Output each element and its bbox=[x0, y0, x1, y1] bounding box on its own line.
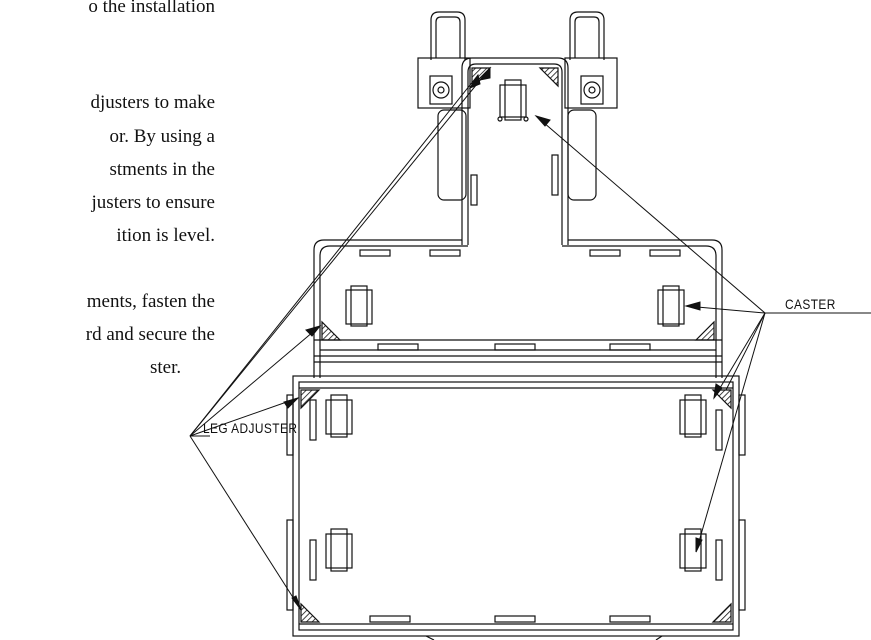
right-handle bbox=[564, 11, 618, 201]
text-line-4: stments in the bbox=[109, 159, 215, 180]
text-line-5: justers to ensure bbox=[91, 192, 215, 213]
caster-label: CASTER bbox=[785, 296, 836, 312]
caster-leaders bbox=[534, 115, 871, 553]
text-line-6: ition is level. bbox=[116, 225, 215, 246]
text-line-1: o the installation bbox=[88, 0, 215, 17]
middle-frame bbox=[313, 239, 723, 378]
text-line-7: ments, fasten the bbox=[86, 291, 215, 312]
upper-frame bbox=[461, 57, 569, 245]
text-line-9: ster. bbox=[150, 357, 182, 378]
lower-frame bbox=[286, 375, 746, 640]
text-line-8: rd and secure the bbox=[85, 324, 215, 345]
text-line-2: djusters to make bbox=[90, 92, 215, 113]
leg-adjuster-label: LEG ADJUSTER bbox=[203, 420, 298, 436]
leg-adjuster-leaders bbox=[189, 66, 491, 611]
left-handle bbox=[417, 11, 471, 201]
text-line-3: or. By using a bbox=[109, 126, 215, 147]
